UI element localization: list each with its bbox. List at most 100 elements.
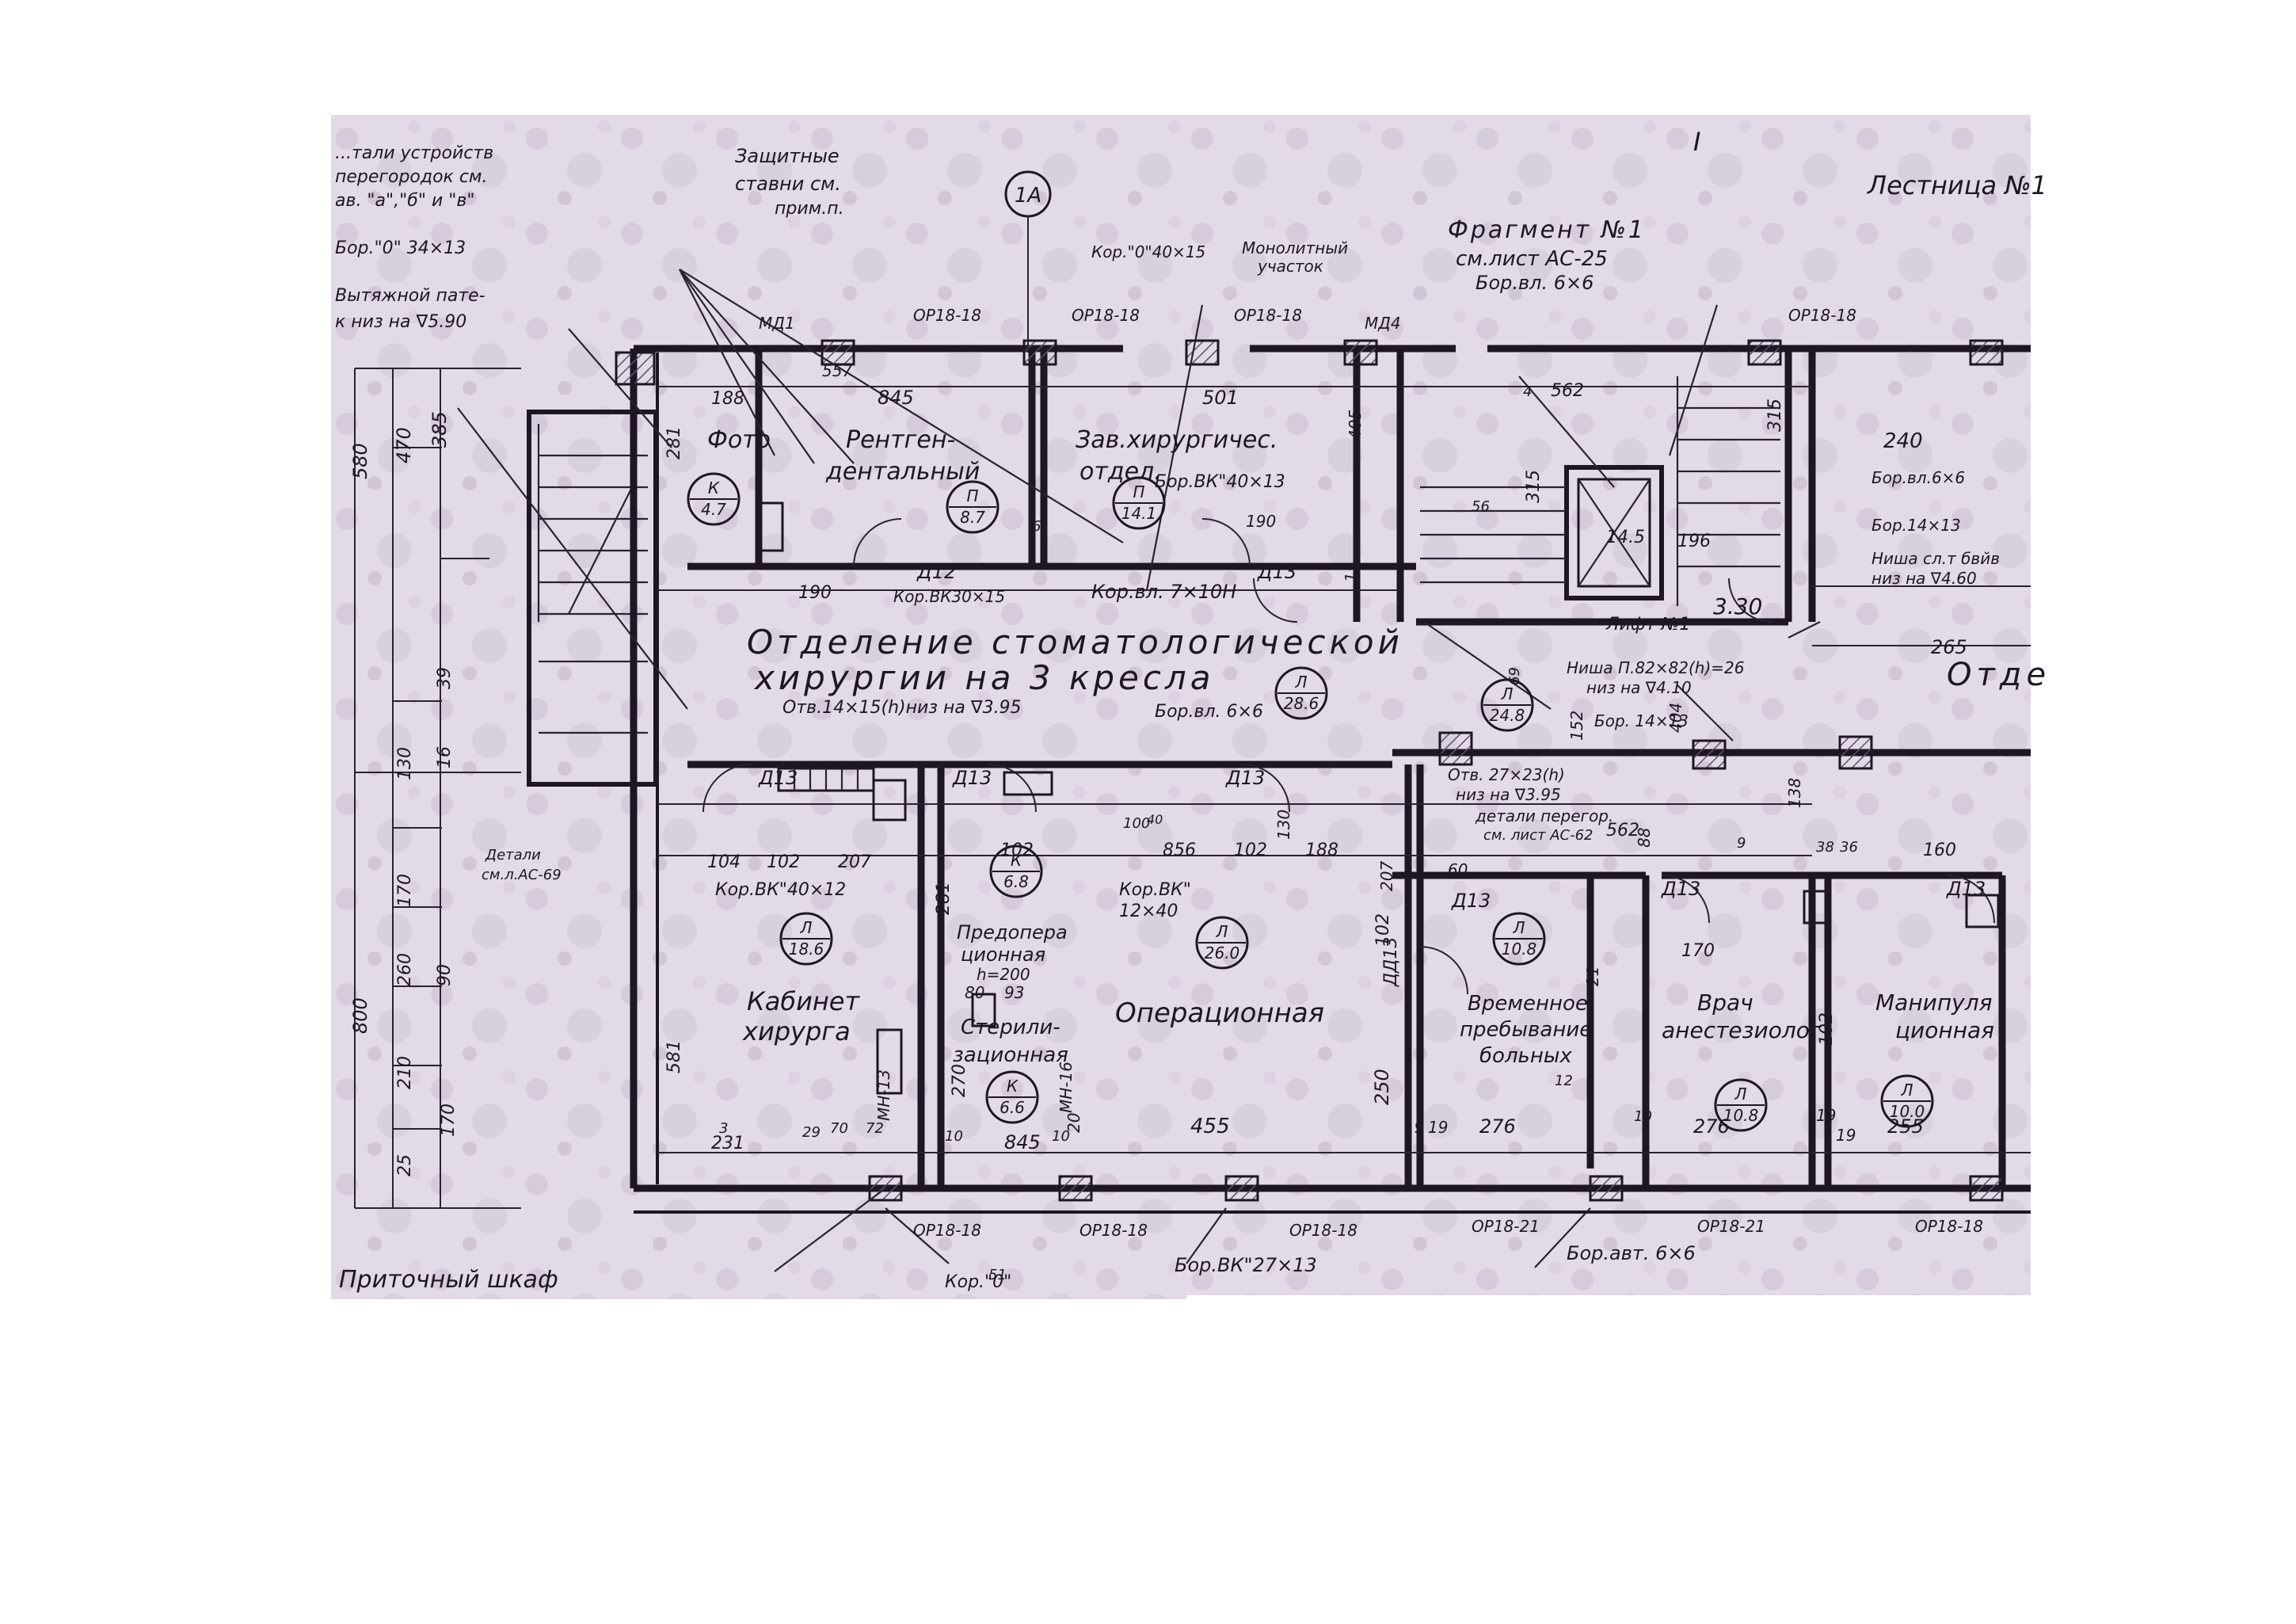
dim-19-b: 19 (1428, 1118, 1448, 1137)
dimension-numbers: 557 188 845 501 562 240 190 190 265 104 … (349, 361, 1967, 1283)
room-xray-category: П (966, 486, 978, 505)
dim-130-b: 130 (1274, 810, 1293, 840)
section-title: Отделение стоматологической хирургии на … (747, 623, 1403, 697)
dim-800: 800 (349, 997, 371, 1034)
right-stair (1420, 376, 1780, 606)
note-otv-mid: Отв. 27×23(h) (1448, 765, 1565, 784)
note-kor-vk30: Кор.ВК30×15 (893, 587, 1005, 606)
note-nisha-right: Ниша сл.т бвйв (1871, 549, 2000, 568)
note-nisha-right-2: низ на ∇4.60 (1871, 569, 1977, 588)
mark-or18-18-5: ОР18-18 (913, 1221, 981, 1240)
room-stamp-preop: К 6.8 (989, 844, 1043, 898)
note-bor-top: Бор."0" 34×13 (335, 238, 466, 258)
dim-10-c: 10 (1052, 1128, 1070, 1145)
note-kor-bottom: Кор."0" (945, 1272, 1011, 1292)
dim-207: 207 (838, 852, 871, 872)
dim-40: 40 (1147, 812, 1163, 827)
dim-10-a: 10 (1634, 1108, 1652, 1125)
mark-d13-2: Д13 (952, 767, 992, 789)
dim-138: 138 (1785, 778, 1804, 808)
dim-196: 196 (1677, 532, 1711, 551)
section-title-line-1: Отделение стоматологической (747, 623, 1403, 661)
room-anest-area: 10.8 (1723, 1106, 1759, 1125)
room-stamp-temp-stay: Л 10.8 (1492, 912, 1546, 966)
paper-texture (331, 115, 2031, 1299)
note-bor-vl66: Бор.вл. 6×6 (1155, 702, 1263, 722)
note-kor-vl: Кор.вл. 7×10Н (1091, 581, 1236, 603)
dim-60: 60 (1448, 860, 1468, 879)
dim-56: 56 (1472, 498, 1490, 515)
mark-or18-21-2: ОР18-21 (1697, 1217, 1765, 1236)
room-lift-hall-category: Л (1500, 684, 1513, 703)
note-nisha-mid-2: низ на ∇4.10 (1586, 678, 1692, 697)
room-temp-stay-area: 10.8 (1502, 940, 1537, 959)
room-stamp-corridor: Л 28.6 (1274, 666, 1328, 720)
fragment-note-line-2: см.лист АС-25 (1456, 247, 1608, 271)
room-operating-name: Операционная (1115, 997, 1324, 1029)
note-monolith: Монолитный (1242, 238, 1348, 257)
dim-845-top: 845 (878, 387, 914, 409)
fragment-note-line-1: Фрагмент №1 (1448, 216, 1646, 244)
room-stamp-anest: Л 10.8 (1714, 1078, 1768, 1132)
sheet-cut (1186, 1295, 2031, 1299)
dim-281-a: 281 (664, 426, 684, 459)
dim-10-b: 10 (945, 1128, 963, 1145)
room-stamp-lift-hall: Л 24.8 (1480, 678, 1534, 732)
room-temp-stay-name-1: Временное (1468, 992, 1588, 1016)
room-temp-stay-name-2: пребывание (1460, 1018, 1592, 1042)
dim-25: 25 (395, 1154, 415, 1176)
dim-102-b: 102 (1000, 841, 1034, 860)
room-lift-hall-area: 24.8 (1490, 706, 1525, 725)
room-stamp-head: П 14.1 (1112, 476, 1166, 530)
dim-12: 12 (1555, 1073, 1573, 1089)
note-protect-2: ставни см. (735, 173, 841, 195)
room-stamp-operating: Л 26.0 (1195, 916, 1249, 970)
dim-19-c: 19 (1816, 1106, 1836, 1125)
room-stamp-xray: П 8.7 (946, 480, 1000, 534)
room-preop-name-2: ционная (961, 944, 1045, 966)
dim-102-v: 102 (1373, 913, 1393, 947)
room-preop-name-1: Предопера (957, 921, 1068, 944)
room-manip-name-1: Манипуля (1875, 989, 1992, 1016)
dim-130: 130 (395, 747, 415, 780)
room-stamp-steril: К 6.6 (985, 1070, 1039, 1124)
fragment-note: Фрагмент №1 см.лист АС-25 Бор.вл. 6×6 (1448, 216, 1646, 294)
mark-or18-21-1: ОР18-21 (1472, 1217, 1540, 1236)
mark-or18-18-7: ОР18-18 (1289, 1221, 1357, 1240)
drawing-sheet: К 4.7 П 8.7 П 14.1 Л 28.6 Л 18.6 К 6.8 К… (331, 115, 2047, 1299)
dim-270: 270 (950, 1064, 969, 1097)
mark-d13-4: Д13 (1257, 561, 1296, 583)
dim-581: 581 (664, 1040, 684, 1073)
notes: ...тали устройств перегородок см. ав. "а… (335, 143, 2046, 1294)
room-steril-category: К (1007, 1077, 1019, 1096)
note-monolith-2: участок (1257, 257, 1323, 276)
dim-19-a: 19 (1404, 1118, 1424, 1137)
dim-37: 21 (1583, 966, 1602, 986)
room-stamp-manip: Л 10.0 (1880, 1074, 1934, 1128)
dim-16: 16 (435, 746, 455, 768)
mark-mn16: МН-16 (1057, 1062, 1076, 1113)
dim-315-b: 315 (1765, 398, 1785, 432)
room-head-category: П (1133, 482, 1144, 501)
dim-70: 70 (830, 1120, 848, 1137)
mark-or18-18-4: ОР18-18 (1788, 306, 1856, 325)
dim-455: 455 (1190, 1115, 1230, 1138)
note-bor-avt: Бор.авт. 6×6 (1567, 1242, 1696, 1264)
note-kor-vk-12x40: Кор.ВК" (1119, 880, 1191, 900)
room-operating-area: 26.0 (1205, 944, 1240, 963)
dim-260: 260 (395, 953, 415, 986)
room-corridor-category: Л (1294, 673, 1307, 692)
room-operating-category: Л (1215, 922, 1228, 941)
room-stamp-photo: К 4.7 (687, 472, 741, 526)
room-manip-area: 10.0 (1890, 1102, 1925, 1121)
dim-315-a: 315 (1524, 470, 1544, 503)
dim-36: 36 (1840, 839, 1858, 856)
dim-501: 501 (1202, 387, 1239, 409)
note-details-left: Детали (485, 847, 541, 863)
dim-72: 72 (866, 1120, 884, 1137)
room-names: Фото Рентген- дентальный Зав.хирургичес.… (707, 426, 1994, 1068)
dim-562-top: 562 (1551, 381, 1584, 401)
dim-265: 265 (1931, 636, 1967, 658)
mark-d13-5: Д13 (1661, 878, 1700, 900)
dim-470: 470 (393, 427, 415, 463)
